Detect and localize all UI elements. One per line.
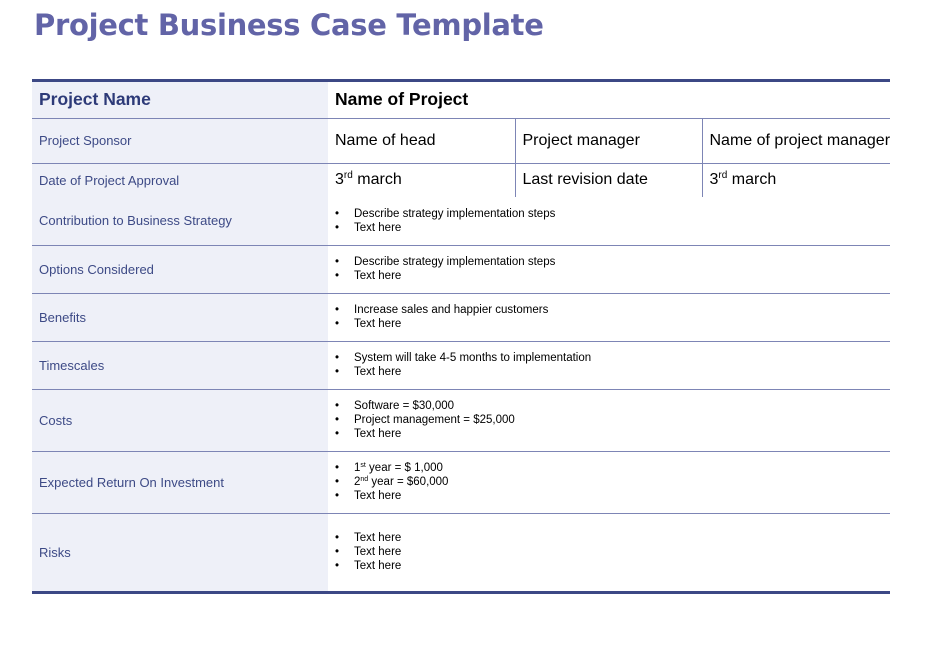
project-sponsor-row: Project Sponsor Name of head Project man… (32, 117, 891, 163)
section-row: BenefitsIncrease sales and happier custo… (32, 292, 891, 341)
section-label: Expected Return On Investment (32, 450, 328, 513)
bullet-item: Describe strategy implementation steps (335, 207, 890, 221)
bullet-list: Describe strategy implementation stepsTe… (328, 255, 890, 283)
section-label: Contribution to Business Strategy (32, 197, 328, 245)
project-name-value: Name of Project (335, 89, 469, 110)
project-name-row: Project Name Name of Project (32, 82, 890, 118)
section-label: Options Considered (32, 244, 328, 293)
bullet-item: 2nd year = $60,000 (335, 475, 890, 489)
bullet-item: Text here (335, 365, 890, 379)
section-label: Timescales (32, 340, 328, 389)
bullet-item: Software = $30,000 (335, 399, 890, 413)
section-row: Timescales System will take 4-5 months to… (32, 340, 891, 389)
bullet-list: Software = $30,000Project management = $… (328, 399, 890, 441)
bullet-item: Describe strategy implementation steps (335, 255, 890, 269)
project-manager-label: Project manager (514, 117, 702, 163)
section-content: Describe strategy implementation stepsTe… (328, 244, 891, 293)
section-row: RisksText hereText hereText here (32, 512, 891, 591)
bullet-item: Text here (335, 531, 890, 545)
section-content: Text hereText hereText here (328, 512, 891, 591)
business-case-table: Project Name Name of Project Project Spo… (32, 79, 891, 594)
bullet-list: Increase sales and happier customersText… (328, 303, 890, 331)
approval-date-label: Date of Project Approval (32, 162, 328, 197)
section-row: CostsSoftware = $30,000Project managemen… (32, 388, 891, 451)
section-content: Software = $30,000Project management = $… (328, 388, 891, 451)
bullet-item: Text here (335, 317, 890, 331)
project-name-label: Project Name (32, 82, 328, 118)
bullet-item: Project management = $25,000 (335, 413, 890, 427)
section-row: Options ConsideredDescribe strategy impl… (32, 244, 891, 293)
project-sponsor-label: Project Sponsor (32, 117, 328, 163)
section-label: Benefits (32, 292, 328, 341)
bullet-item: Increase sales and happier customers (335, 303, 890, 317)
last-revision-value: 3rd march (701, 162, 891, 197)
bullet-list: Describe strategy implementation stepsTe… (328, 207, 890, 235)
bullet-item: Text here (335, 489, 890, 503)
bullet-item: Text here (335, 427, 890, 441)
bullet-list: 1st year = $ 1,0002nd year = $60,000Text… (328, 461, 890, 503)
page-title: Project Business Case Template (34, 8, 544, 42)
bullet-item: Text here (335, 545, 890, 559)
approval-date-value: 3rd march (328, 162, 515, 197)
bullet-list: Text hereText hereText here (328, 531, 890, 573)
section-row: Contribution to Business StrategyDescrib… (32, 197, 890, 245)
bullet-item: 1st year = $ 1,000 (335, 461, 890, 475)
section-content: System will take 4-5 months to implement… (328, 340, 891, 389)
section-content: Increase sales and happier customersText… (328, 292, 891, 341)
bullet-item: Text here (335, 559, 890, 573)
section-content: 1st year = $ 1,0002nd year = $60,000Text… (328, 450, 891, 513)
bullet-item: System will take 4-5 months to implement… (335, 351, 890, 365)
approval-date-row: Date of Project Approval 3rd march Last … (32, 162, 891, 197)
section-label: Risks (32, 512, 328, 591)
last-revision-label: Last revision date (514, 162, 702, 197)
section-content: Describe strategy implementation stepsTe… (328, 197, 890, 245)
project-manager-value: Name of project manager (701, 117, 891, 163)
section-row: Expected Return On Investment1st year = … (32, 450, 891, 513)
project-sponsor-value: Name of head (328, 117, 515, 163)
bullet-item: Text here (335, 269, 890, 283)
bullet-item: Text here (335, 221, 890, 235)
section-label: Costs (32, 388, 328, 451)
bullet-list: System will take 4-5 months to implement… (328, 351, 890, 379)
